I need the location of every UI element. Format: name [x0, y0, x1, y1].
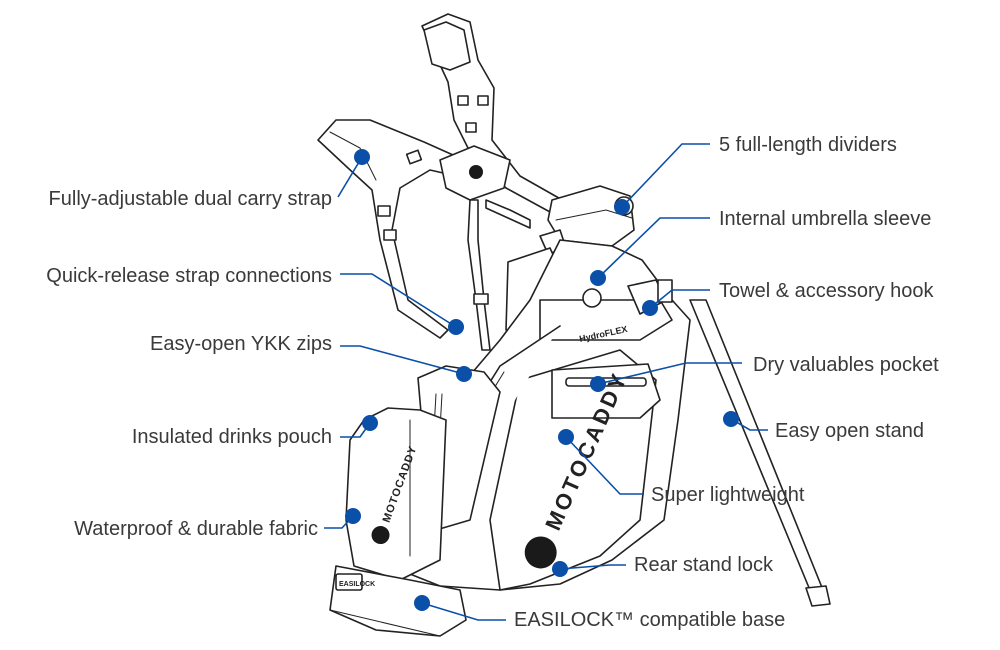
leader-dividers: [621, 143, 710, 208]
drinks-pouch-part: MOTOCADDY: [345, 407, 447, 581]
bag-base: EASILOCK: [329, 565, 467, 637]
dot-easilock: [414, 595, 430, 611]
leader-umbrella: [597, 217, 710, 279]
base-badge-text: EASILOCK: [339, 581, 375, 588]
leader-valuables: [597, 362, 742, 385]
small-logo-disc: [582, 288, 602, 308]
dot-dividers: [614, 199, 630, 215]
label-ykk-zips: Easy-open YKK zips: [150, 333, 332, 355]
leader-easilock: [421, 602, 506, 621]
label-towel-hook: Towel & accessory hook: [719, 280, 935, 302]
label-open-stand: Easy open stand: [775, 420, 924, 442]
callout-dots: [345, 149, 739, 611]
leader-towel-hook: [649, 289, 710, 309]
leader-strap-connections: [340, 273, 457, 328]
label-umbrella: Internal umbrella sleeve: [719, 208, 931, 230]
label-carry-strap: Fully-adjustable dual carry strap: [49, 188, 332, 210]
dot-lightweight: [558, 429, 574, 445]
golf-bag-illustration: MOTOCADDY HydroFLEX MOTO: [317, 13, 831, 637]
harness-center: [439, 145, 531, 351]
upper-carry-strap: [421, 13, 581, 225]
towel-hook-part: [627, 279, 673, 315]
label-dividers: 5 full-length dividers: [719, 134, 897, 156]
label-waterproof: Waterproof & durable fabric: [74, 518, 318, 540]
label-strap-connections: Quick-release strap connections: [46, 265, 332, 287]
label-valuables: Dry valuables pocket: [753, 354, 939, 376]
dot-open-stand: [723, 411, 739, 427]
label-stand-lock: Rear stand lock: [634, 554, 774, 576]
leader-stand-lock: [559, 564, 626, 570]
dot-ykk-zips: [456, 366, 472, 382]
label-drinks-pouch: Insulated drinks pouch: [132, 426, 332, 448]
dot-carry-strap: [354, 149, 370, 165]
dot-valuables: [590, 376, 606, 392]
dot-strap-connections: [448, 319, 464, 335]
callout-labels: Fully-adjustable dual carry strap Quick-…: [46, 134, 939, 631]
label-lightweight: Super lightweight: [651, 484, 805, 506]
leader-lightweight: [565, 436, 644, 495]
dot-umbrella: [590, 270, 606, 286]
leader-lines: [324, 143, 768, 621]
leader-ykk-zips: [340, 345, 465, 375]
dot-drinks-pouch: [362, 415, 378, 431]
label-easilock: EASILOCK™ compatible base: [514, 609, 785, 631]
dot-waterproof: [345, 508, 361, 524]
dot-stand-lock: [552, 561, 568, 577]
dot-towel-hook: [642, 300, 658, 316]
